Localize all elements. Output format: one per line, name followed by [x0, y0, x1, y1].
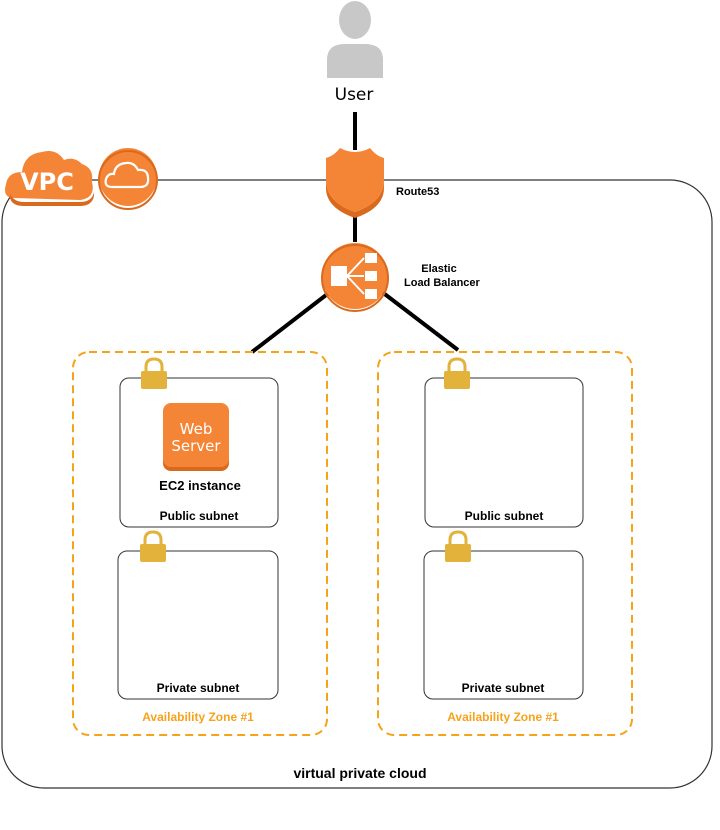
web-server-line2: Server: [171, 437, 221, 455]
web-server-line1: Web: [179, 420, 213, 438]
padlock-icon: [444, 357, 470, 389]
route53-label: Route53: [396, 186, 440, 198]
private-subnet-1: [117, 550, 279, 700]
public-subnet-1-label: Public subnet: [159, 509, 239, 523]
private-subnet-2-label: Private subnet: [461, 681, 545, 695]
availability-zone-1: [72, 351, 328, 736]
padlock-icon: [140, 530, 166, 562]
availability-zone-1-label: Availability Zone #1: [142, 710, 254, 724]
user-label: User: [334, 85, 374, 105]
private-subnet-2: [423, 550, 584, 700]
ec2-instance-label: EC2 instance: [159, 478, 241, 493]
cloud-icon: [98, 148, 158, 210]
padlock-icon: [141, 357, 167, 389]
elb-icon: [321, 243, 389, 312]
vpc-cloud-icon: [5, 151, 94, 206]
user-icon: [327, 1, 383, 78]
availability-zone-2: [377, 351, 633, 736]
padlock-icon: [445, 530, 471, 562]
elb-label-line2: Load Balancer: [404, 277, 480, 289]
web-server-icon: [163, 403, 229, 471]
connector-elb-zone2: [380, 290, 460, 352]
elb-label: Elastic Load Balancer: [404, 262, 480, 290]
public-subnet-2: [424, 377, 584, 528]
elb-label-line1: Elastic: [421, 263, 457, 275]
availability-zone-2-label: Availability Zone #1: [447, 710, 559, 724]
vpc-badge-label: VPC: [20, 168, 74, 196]
route53-shield-icon: [326, 148, 384, 218]
web-server-label: Web Server: [163, 421, 229, 455]
private-subnet-1-label: Private subnet: [156, 681, 240, 695]
connector-elb-zone1: [250, 290, 332, 354]
public-subnet-2-label: Public subnet: [464, 509, 544, 523]
vpc-label: virtual private cloud: [293, 765, 427, 781]
